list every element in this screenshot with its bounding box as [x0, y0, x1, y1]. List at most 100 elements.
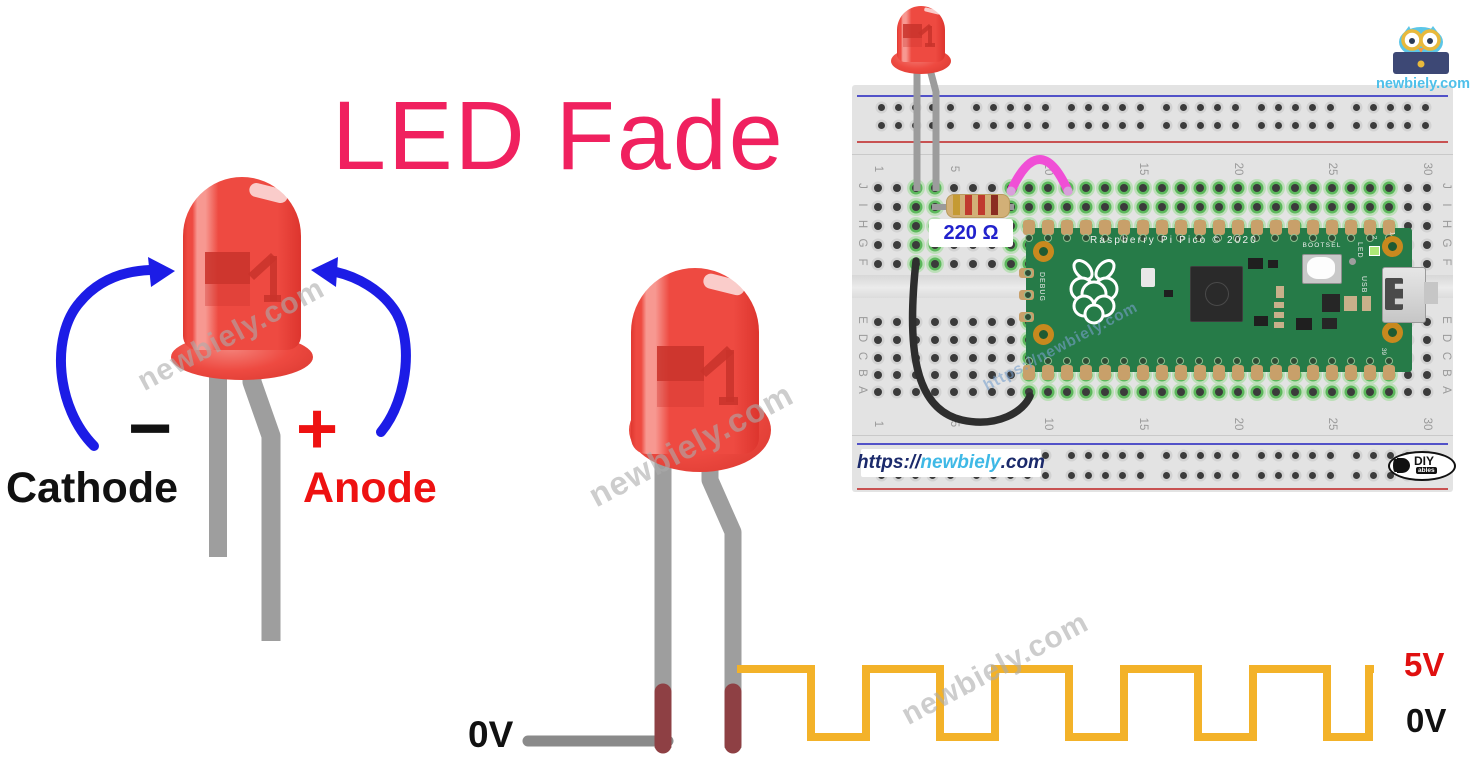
- watermark: newbiely.com: [896, 605, 1094, 732]
- breadboard-hole: [1176, 388, 1185, 396]
- breadboard-hole: [892, 336, 901, 344]
- breadboard-hole: [1007, 122, 1014, 129]
- breadboard-hole: [1252, 203, 1261, 211]
- breadboard-hole: [1292, 452, 1299, 459]
- breadboard-hole: [968, 354, 977, 362]
- breadboard-hole: [1231, 452, 1239, 459]
- breadboard-hole: [987, 318, 996, 326]
- top-rail-blue-line: [857, 95, 1448, 97]
- breadboard-hole: [892, 203, 901, 211]
- anode-arrow: [331, 267, 411, 437]
- breadboard-hole: [968, 184, 977, 192]
- breadboard-hole: [1231, 122, 1239, 129]
- pico-pin: [1345, 365, 1358, 380]
- breadboard-hole: [1404, 104, 1412, 111]
- breadboard-hole: [1421, 104, 1429, 111]
- breadboard-hole: [894, 122, 902, 129]
- breadboard-hole: [1352, 104, 1360, 111]
- breadboard-hole: [1119, 452, 1127, 459]
- breadboard-hole: [1214, 388, 1223, 396]
- breadboard-hole: [1387, 122, 1394, 129]
- breadboard-hole: [989, 122, 997, 129]
- row-letter: G: [856, 238, 868, 248]
- breadboard-hole: [874, 222, 882, 230]
- breadboard-hole: [1252, 184, 1261, 192]
- newbiely-logo: newbiely.com: [1376, 26, 1470, 96]
- breadboard-hole: [972, 122, 980, 129]
- breadboard-hole: [874, 184, 882, 192]
- breadboard-hole: [930, 260, 939, 268]
- breadboard-hole: [1197, 452, 1204, 459]
- breadboard-hole: [1024, 104, 1032, 111]
- breadboard-hole: [1385, 388, 1394, 396]
- resistor-band: [991, 195, 998, 215]
- breadboard-hole: [1214, 104, 1222, 111]
- breadboard-hole: [1041, 452, 1049, 459]
- pico-pin-hole: [1195, 234, 1204, 242]
- row-letter: E: [856, 316, 868, 324]
- breadboard-hole: [1326, 122, 1334, 129]
- breadboard-hole: [1423, 371, 1431, 379]
- breadboard-hole: [1231, 104, 1239, 111]
- breadboard-hole: [1157, 184, 1166, 192]
- breadboard-hole: [1328, 184, 1337, 192]
- mounting-hole: [1033, 241, 1054, 262]
- breadboard-hole: [1423, 388, 1431, 396]
- breadboard-hole: [911, 260, 920, 268]
- breadboard-hole: [911, 371, 920, 379]
- pico-pin: [1193, 220, 1206, 235]
- pico-pin: [1137, 220, 1149, 235]
- breadboard-hole: [1119, 104, 1127, 111]
- column-number: 5: [947, 165, 960, 173]
- breadboard-hole: [1352, 122, 1360, 129]
- breadboard-hole: [1157, 388, 1166, 396]
- cathode-arrowhead: [148, 257, 175, 287]
- pico-pin-hole: [1138, 357, 1147, 365]
- debug-pin-hole: [1024, 268, 1032, 277]
- pico-pin-hole: [1176, 234, 1185, 242]
- breadboard-hole: [874, 354, 882, 362]
- breadboard-hole: [1102, 452, 1109, 459]
- breadboard-hole: [911, 203, 920, 211]
- pico-board-text: Raspberry Pi Pico © 2020: [1090, 235, 1259, 246]
- cathode-label: Cathode: [6, 464, 178, 512]
- breadboard-hole: [1271, 203, 1280, 211]
- breadboard-hole: [1423, 222, 1431, 230]
- breadboard-hole: [1102, 472, 1109, 479]
- breadboard-hole: [1328, 388, 1337, 396]
- url-prefix: https://: [857, 452, 921, 473]
- pico-pin: [1061, 365, 1074, 380]
- component: [1274, 302, 1284, 308]
- pico-pin: [1155, 220, 1168, 235]
- breadboard-hole: [1195, 184, 1204, 192]
- pico-pin-hole: [1100, 357, 1109, 365]
- test-pad: [1349, 258, 1356, 265]
- breadboard-hole: [1271, 388, 1280, 396]
- component: [1276, 286, 1284, 298]
- breadboard-hole: [949, 184, 958, 192]
- row-letter: A: [1440, 386, 1452, 394]
- pico-pin: [1080, 365, 1093, 380]
- pico-pin: [1307, 220, 1320, 235]
- breadboard-hole: [1214, 203, 1223, 211]
- breadboard-hole: [892, 388, 901, 396]
- component: [1274, 322, 1284, 328]
- breadboard-hole: [1423, 241, 1431, 249]
- mounting-hole: [1382, 236, 1403, 257]
- component: [1344, 296, 1357, 311]
- top-rail-red-line: [857, 141, 1448, 143]
- breadboard-hole: [1025, 184, 1034, 192]
- pico-pin: [1288, 365, 1301, 380]
- pico-pin-hole: [1384, 357, 1393, 365]
- breadboard-hole: [1385, 184, 1394, 192]
- pico-pin: [1364, 365, 1377, 380]
- pico-pin: [1383, 220, 1396, 235]
- owl-icon: [1393, 26, 1449, 74]
- pico-pin-hole: [1289, 357, 1298, 365]
- breadboard-hole: [930, 354, 939, 362]
- pico-pin: [1250, 220, 1263, 235]
- led-label: LED: [1356, 242, 1363, 259]
- breadboard-hole: [1007, 104, 1014, 111]
- pico-pin-hole: [1138, 234, 1147, 242]
- pico-pin-hole: [1062, 234, 1071, 242]
